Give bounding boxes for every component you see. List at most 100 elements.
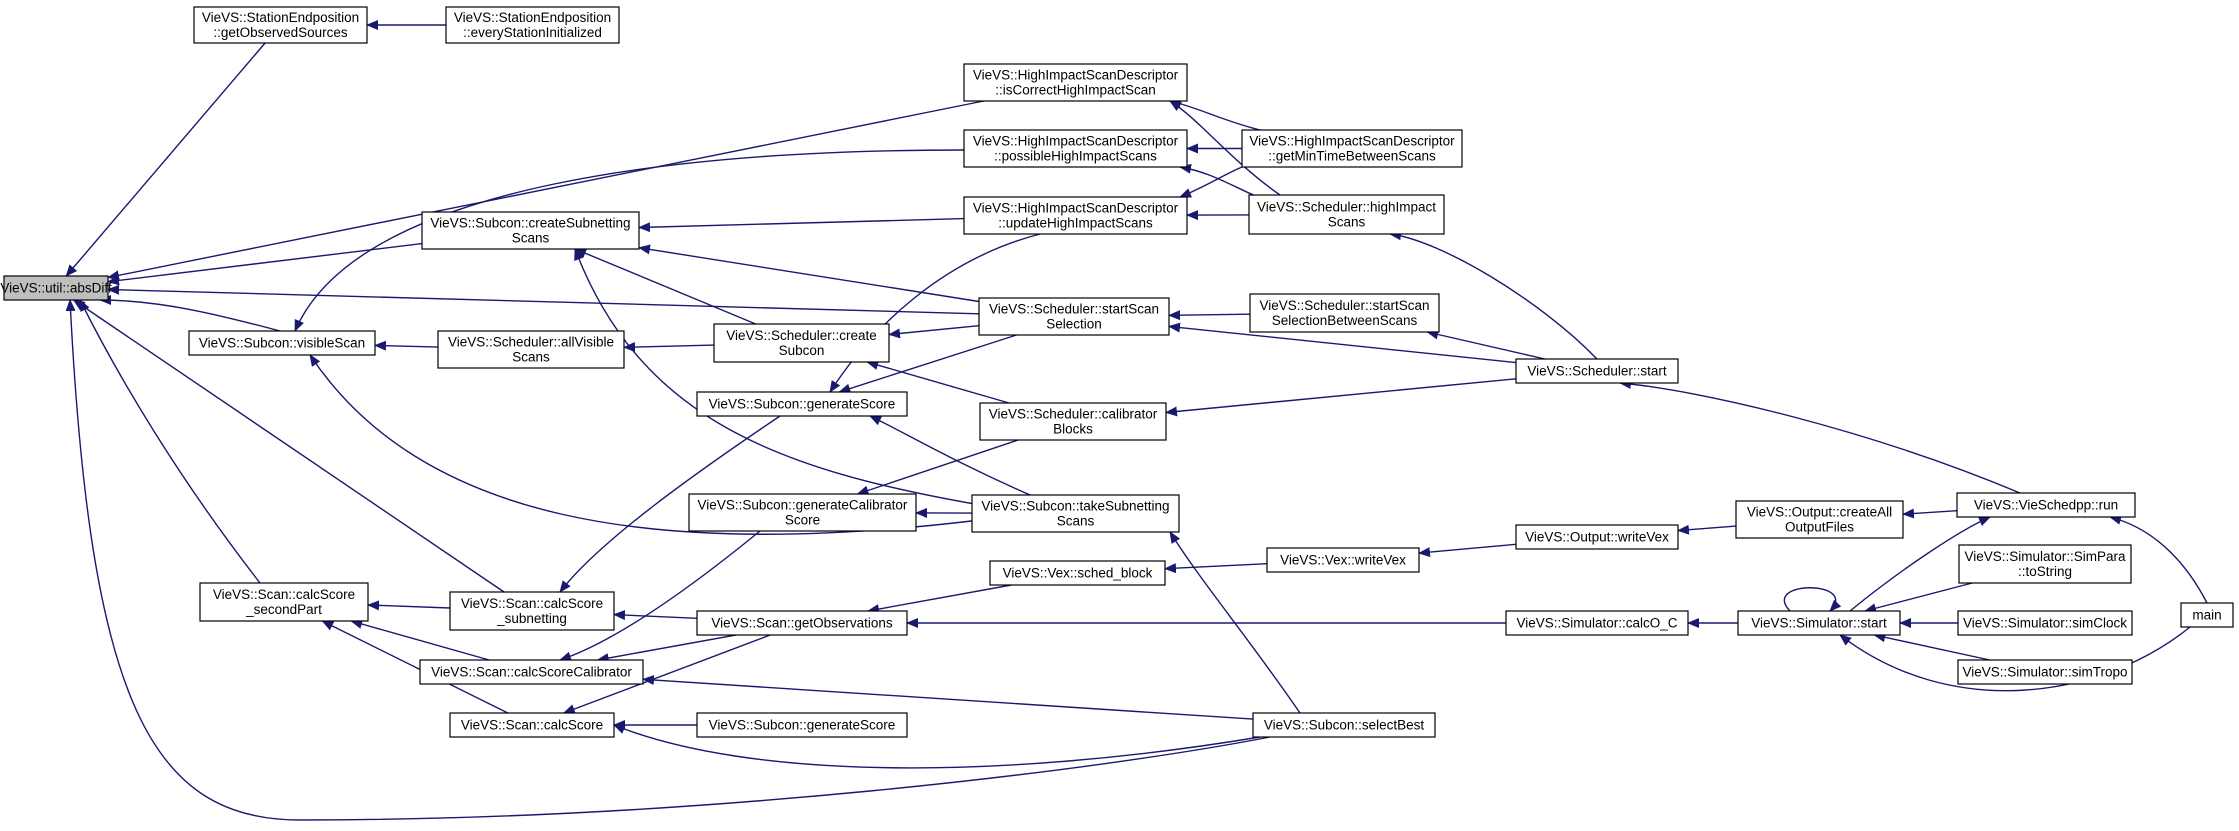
node-calcScoreCalibrator[interactable]: VieVS::Scan::calcScoreCalibrator <box>419 659 644 685</box>
node-label: VieVS::Simulator::SimPara <box>1964 549 2126 564</box>
node-calcScore[interactable]: VieVS::Scan::calcScore <box>449 712 615 738</box>
edge-visibleScan-to-absDiff <box>99 295 281 332</box>
node-calcOC[interactable]: VieVS::Simulator::calcO_C <box>1505 610 1689 636</box>
node-label: Scans <box>1057 514 1095 529</box>
node-isCorrectHighImpactScan[interactable]: VieVS::HighImpactScanDescriptor::isCorre… <box>963 63 1188 102</box>
node-label: VieVS::Subcon::generateScore <box>709 718 896 733</box>
node-simTropo[interactable]: VieVS::Simulator::simTropo <box>1957 659 2133 685</box>
node-box <box>193 6 368 44</box>
node-label: main <box>2192 608 2221 623</box>
node-label: VieVS::Scan::calcScoreCalibrator <box>431 665 632 680</box>
node-getObservations[interactable]: VieVS::Scan::getObservations <box>696 610 908 636</box>
node-simClock[interactable]: VieVS::Simulator::simClock <box>1957 610 2133 636</box>
node-generateScore1[interactable]: VieVS::Subcon::generateScore <box>696 391 908 417</box>
node-label: VieVS::Vex::sched_block <box>1003 566 1153 581</box>
node-box <box>1735 500 1904 539</box>
node-visibleScan[interactable]: VieVS::Subcon::visibleScan <box>188 330 376 356</box>
edge-takeSubnettingScans-to-generateScore1 <box>869 415 1031 496</box>
node-box <box>188 330 376 356</box>
node-box <box>1515 524 1679 550</box>
node-box <box>1248 194 1445 235</box>
node-box <box>449 591 615 631</box>
node-box <box>963 129 1188 168</box>
node-getObservedSources[interactable]: VieVS::StationEndposition::getObservedSo… <box>193 6 368 44</box>
node-label: VieVS::Subcon::createSubnetting <box>430 216 630 231</box>
node-label: ::isCorrectHighImpactScan <box>995 83 1156 98</box>
edge-updateHighImpactScans-to-generateScore1 <box>829 233 1041 393</box>
edge-vieSchedppRun-to-createAllOutputFiles <box>1902 508 1958 519</box>
node-label: VieVS::Scheduler::highImpact <box>1257 200 1436 215</box>
node-label: ::getMinTimeBetweenScans <box>1268 149 1436 164</box>
node-box <box>979 402 1167 441</box>
node-everyStationInitialized[interactable]: VieVS::StationEndposition::everyStationI… <box>445 6 620 44</box>
node-box <box>963 196 1188 235</box>
node-schedBlock[interactable]: VieVS::Vex::sched_block <box>989 560 1166 586</box>
node-label: VieVS::Subcon::takeSubnetting <box>981 499 1169 514</box>
node-label: VieVS::Vex::writeVex <box>1280 553 1406 568</box>
node-vexWriteVex[interactable]: VieVS::Vex::writeVex <box>1266 547 1420 573</box>
node-startScanSelectionBetweenScans[interactable]: VieVS::Scheduler::startScanSelectionBetw… <box>1249 293 1440 333</box>
node-label: SelectionBetweenScans <box>1272 313 1418 328</box>
node-absDiff[interactable]: VieVS::util::absDiff <box>0 275 112 301</box>
node-label: VieVS::Scheduler::allVisible <box>448 335 614 350</box>
node-label: ::toString <box>2018 564 2072 579</box>
node-label: VieVS::Scheduler::create <box>726 328 877 343</box>
edge-createSubcon-to-allVisibleScans <box>623 342 715 353</box>
edge-writeVexOutput-to-vexWriteVex <box>1418 543 1517 558</box>
edge-main-to-simulatorStart <box>1839 626 2191 692</box>
edge-getObservations-to-calcScoreCalibrator <box>596 634 736 663</box>
edge-calcScoreCalibrator-to-calcScoreSecondPart <box>350 619 490 661</box>
node-main[interactable]: main <box>2180 602 2234 628</box>
node-label: VieVS::Scan::calcScore <box>461 596 603 611</box>
node-label: VieVS::Scan::calcScore <box>213 587 355 602</box>
edges-layer <box>65 20 2208 821</box>
edge-simTropo-to-simulatorStart <box>1873 632 1990 661</box>
node-box <box>199 582 369 622</box>
node-box <box>437 330 625 369</box>
node-vieSchedppRun[interactable]: VieVS::VieSchedpp::run <box>1956 492 2136 518</box>
node-writeVexOutput[interactable]: VieVS::Output::writeVex <box>1515 524 1679 550</box>
edge-getObservations-to-calcScoreSubnetting <box>613 610 698 621</box>
node-box <box>3 275 109 301</box>
node-simParaToString[interactable]: VieVS::Simulator::SimPara::toString <box>1958 544 2132 584</box>
node-label: Scans <box>512 231 550 246</box>
node-label: VieVS::Subcon::generateCalibrator <box>698 498 908 513</box>
node-generateScore2[interactable]: VieVS::Subcon::generateScore <box>696 712 908 738</box>
edge-getObservations-to-calcScore <box>562 634 771 714</box>
edge-highImpactScans-to-possibleHighImpactScans <box>1179 163 1261 199</box>
node-label: VieVS::Subcon::visibleScan <box>199 336 365 351</box>
node-getMinTimeBetweenScans[interactable]: VieVS::HighImpactScanDescriptor::getMinT… <box>1241 129 1463 168</box>
node-box <box>1505 610 1689 636</box>
edge-getObservedSources-to-absDiff <box>65 42 266 277</box>
node-label: VieVS::HighImpactScanDescriptor <box>973 201 1179 216</box>
node-calcScoreSubnetting[interactable]: VieVS::Scan::calcScore_subnetting <box>449 591 615 631</box>
node-box <box>1249 293 1440 333</box>
node-label: Score <box>785 513 820 528</box>
node-updateHighImpactScans[interactable]: VieVS::HighImpactScanDescriptor::updateH… <box>963 196 1188 235</box>
node-box <box>421 211 640 250</box>
edge-selectBest-to-absDiff <box>65 299 1271 821</box>
node-label: VieVS::Simulator::start <box>1751 616 1887 631</box>
edge-startScanSelectionBetweenScans-to-startScanSelection <box>1168 310 1251 321</box>
node-schedulerStart[interactable]: VieVS::Scheduler::start <box>1515 358 1679 384</box>
edge-generateCalibratorScore-to-calcScoreCalibrator <box>559 530 761 662</box>
node-label: VieVS::Subcon::selectBest <box>1264 718 1425 733</box>
node-selectBest[interactable]: VieVS::Subcon::selectBest <box>1252 712 1436 738</box>
edge-getMinTimeBetweenScans-to-isCorrectHighImpactScan <box>1169 98 1261 131</box>
node-label: VieVS::Simulator::simClock <box>1963 616 2127 631</box>
node-label: ::updateHighImpactScans <box>998 216 1153 231</box>
node-box <box>419 659 644 685</box>
node-simulatorStart[interactable]: VieVS::Simulator::start <box>1737 610 1901 636</box>
node-box <box>978 297 1170 336</box>
node-possibleHighImpactScans[interactable]: VieVS::HighImpactScanDescriptor::possibl… <box>963 129 1188 168</box>
node-calcScoreSecondPart[interactable]: VieVS::Scan::calcScore_secondPart <box>199 582 369 622</box>
